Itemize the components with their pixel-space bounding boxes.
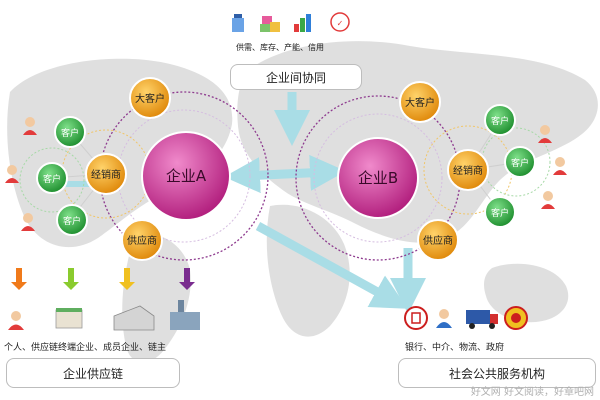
svg-text:客户: 客户 [43,173,61,185]
node-b-supplier: 供应商 [417,219,459,261]
node-enterprise-b: 企业B [337,137,419,219]
node-a-customer-3: 客户 [56,204,88,236]
orbit-a-inner [117,109,251,243]
node-a-customer-1: 客户 [54,116,86,148]
chain-arrows [11,268,195,290]
factory-icon [170,300,200,330]
top-label: 企业间协同 [265,70,326,85]
chain-label: 企业供应链 [62,366,123,381]
node-b-customer-2: 客户 [504,146,536,178]
arrow-a-b [224,154,346,194]
svg-text:供应商: 供应商 [127,234,157,247]
node-a-big-customer: 大客户 [129,77,171,119]
svg-text:✓: ✓ [337,19,344,28]
bank-icon [404,306,428,330]
agency-icon [436,309,452,328]
down-arrow-icon [63,268,79,290]
person-icon [23,117,37,135]
logistics-truck-icon [466,310,498,329]
watermark: 好文网 好文阅读，好章吧网 [470,387,594,398]
person-icon [8,311,24,330]
svg-text:客户: 客户 [511,157,529,169]
down-arrow-icon [11,268,27,290]
svg-text:客户: 客户 [61,127,79,139]
chain-icons [8,300,200,331]
service-label-box: 社会公共服务机构 [398,358,596,388]
inventory-icon [260,16,280,32]
down-arrow-icon [179,268,195,290]
people-icons-right [538,125,567,209]
down-arrow-icon [119,268,135,290]
store-icon [55,308,83,329]
people-icons-left [5,117,37,231]
node-enterprise-b-label: 企业B [358,169,398,187]
orbit-b-inner [313,113,443,243]
service-caption: 银行、中介、物流、政府 [405,343,505,353]
service-label: 社会公共服务机构 [448,366,545,381]
top-icons: ✓ [232,12,350,32]
person-icon [5,165,19,183]
orbit-a-customer [19,147,85,213]
person-icon [538,125,552,143]
svg-text:经销商: 经销商 [453,164,483,177]
node-a-customer-2: 客户 [36,162,68,194]
credit-icon: ✓ [330,12,350,32]
svg-text:大客户: 大客户 [135,92,165,105]
node-a-distributor: 经销商 [85,153,127,195]
orbit-a [99,91,269,261]
top-label-box: 企业间协同 [230,64,362,90]
arrow-a-services [255,222,408,309]
chain-caption: 个人、供应链终端企业、成员企业、链主 [4,343,167,353]
service-icons [404,306,528,330]
node-b-distributor: 经销商 [447,149,489,191]
orbit-b-customer [481,127,551,197]
chain-label-box: 企业供应链 [6,358,180,388]
svg-text:大客户: 大客户 [405,96,435,109]
svg-text:经销商: 经销商 [91,168,121,181]
top-caption: 供需、库存、产能、信用 [236,43,324,52]
svg-text:客户: 客户 [491,207,509,219]
warehouse-icon [113,305,155,331]
node-enterprise-a-label: 企业A [166,167,207,185]
node-b-customer-1: 客户 [484,104,516,136]
node-b-big-customer: 大客户 [399,81,441,123]
svg-text:供应商: 供应商 [423,234,453,247]
person-icon [21,213,35,231]
person-icon [553,157,567,175]
node-b-customer-3: 客户 [484,196,516,228]
person-icon [541,191,555,209]
capacity-chart-icon [294,14,311,32]
svg-text:客户: 客户 [63,215,81,227]
node-enterprise-a: 企业A [141,131,231,221]
svg-text:客户: 客户 [491,115,509,127]
node-a-supplier: 供应商 [121,219,163,261]
government-emblem-icon [504,306,528,330]
supply-demand-icon [232,14,244,32]
